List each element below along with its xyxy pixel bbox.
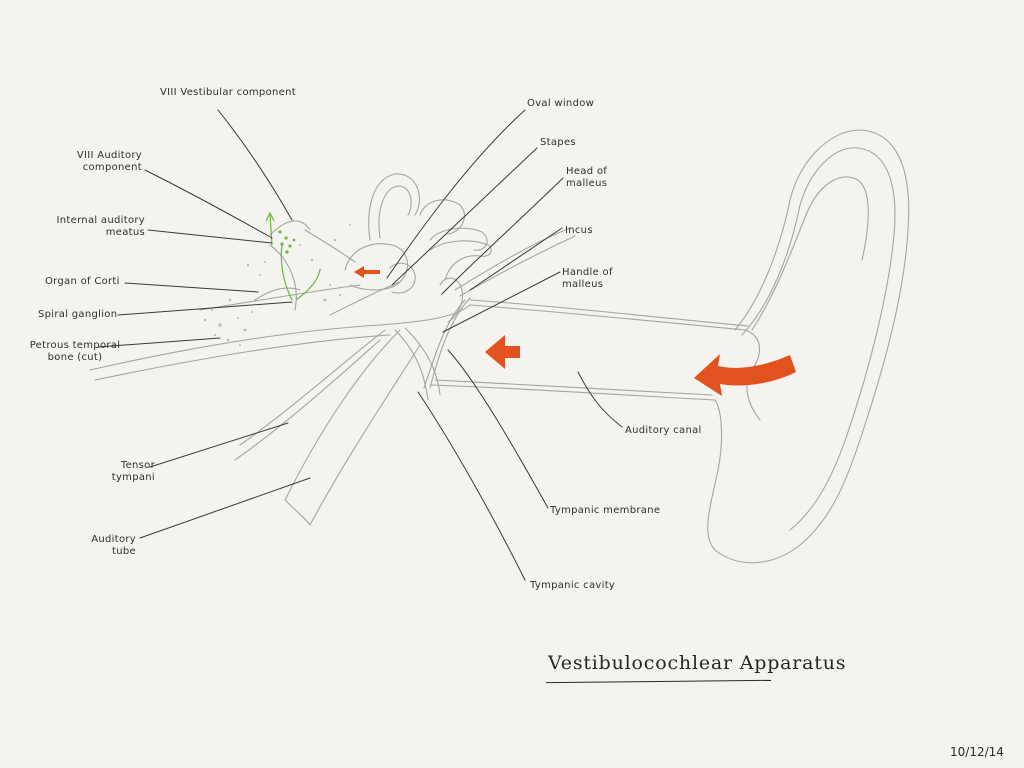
canal-lower-wall-2 bbox=[434, 379, 713, 396]
incus-shape bbox=[429, 240, 492, 281]
label-tensor-tympani: Tensor tympani bbox=[111, 460, 155, 483]
label-auditory-component: VIII Auditory component bbox=[76, 150, 142, 173]
label-petrous-temporal-bone: Petrous temporal bone (cut) bbox=[29, 340, 121, 363]
vestibule bbox=[344, 243, 409, 291]
semicircular-canals bbox=[368, 173, 420, 241]
label-head-of-malleus: Head of malleus bbox=[566, 166, 608, 189]
auditory-tube-shape bbox=[284, 329, 401, 501]
sound-direction-arrow-small bbox=[485, 335, 520, 369]
canal-upper-wall-2 bbox=[469, 299, 749, 327]
label-oval-window: Oval window bbox=[527, 98, 595, 109]
canal-lower-wall bbox=[429, 384, 716, 401]
nerve-signal-dots bbox=[278, 230, 296, 254]
label-tympanic-cavity: Tympanic cavity bbox=[530, 580, 616, 591]
sound-direction-arrow-large bbox=[694, 354, 796, 396]
pinna-outline bbox=[707, 129, 910, 564]
label-vestibular-component: VIII Vestibular component bbox=[160, 87, 296, 98]
oval-window-arrow bbox=[354, 266, 380, 278]
malleus-shape bbox=[439, 277, 464, 323]
label-auditory-tube: Auditory tube bbox=[91, 534, 136, 557]
label-organ-of-corti: Organ of Corti bbox=[45, 276, 120, 287]
nerve-signal-arrow-1 bbox=[269, 214, 273, 246]
diagram-title: Vestibulocochlear Apparatus bbox=[548, 652, 847, 674]
date-stamp: 10/12/14 bbox=[950, 745, 1004, 759]
canal-upper-wall bbox=[469, 304, 746, 331]
tympanic-membrane-shape bbox=[429, 297, 471, 389]
label-tympanic-membrane: Tympanic membrane bbox=[550, 505, 661, 516]
label-stapes: Stapes bbox=[540, 137, 576, 148]
label-handle-of-malleus: Handle of malleus bbox=[562, 267, 613, 290]
stapes-shape bbox=[389, 262, 416, 294]
nerve-signal-arrow-2 bbox=[280, 244, 293, 301]
pinna-antihelix bbox=[751, 176, 869, 331]
label-auditory-canal: Auditory canal bbox=[625, 425, 702, 436]
label-spiral-ganglion: Spiral ganglion bbox=[38, 309, 118, 320]
label-internal-auditory-meatus: Internal auditory meatus bbox=[56, 215, 145, 238]
label-incus: Incus bbox=[565, 225, 593, 236]
pinna-inner-fold bbox=[741, 147, 896, 531]
